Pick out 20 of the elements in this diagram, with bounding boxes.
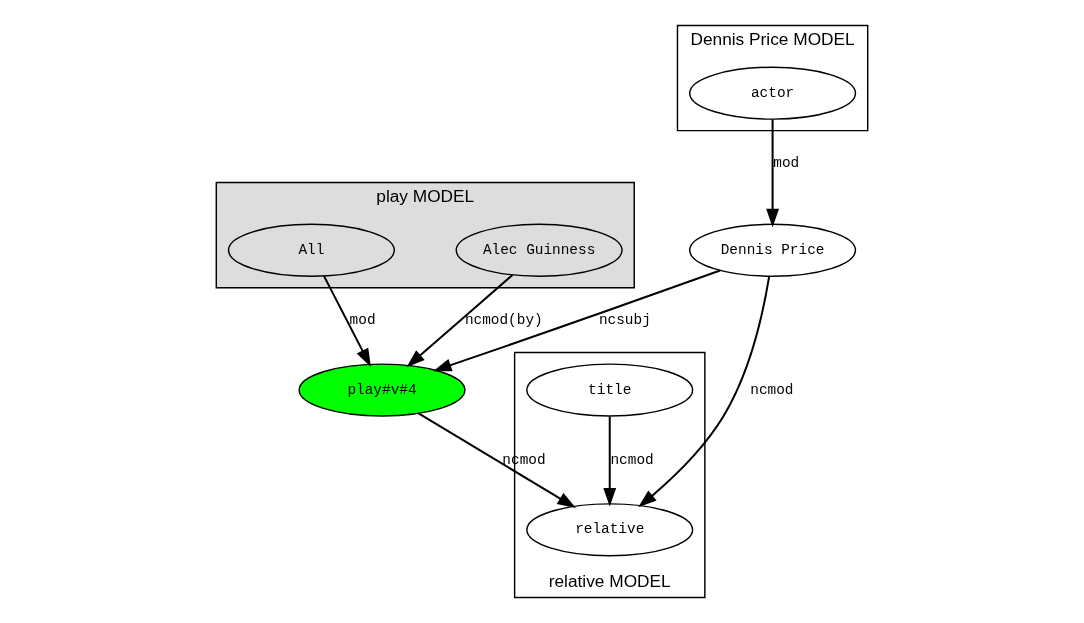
arrow [603,416,617,507]
edge-label: ncmod [750,381,794,398]
edge-label: ncmod(by) [464,311,543,328]
edge-label: ncmod [610,451,654,468]
node-ellipse: Dennis Price [689,223,857,277]
node-ellipse: play#v#4 [298,363,466,417]
arrow [638,276,771,508]
node-ellipse: actor [689,66,857,120]
node-ellipse: Alec Guinness [455,223,623,277]
edge-label: ncsubj [598,311,651,328]
arrow [323,275,371,368]
arrow [418,412,576,509]
node-ellipse: All [227,223,395,277]
arrow [433,269,721,372]
node-ellipse: title [526,363,694,417]
edge-label: mod [349,311,376,328]
node-ellipse: relative [526,503,694,557]
arrow [766,119,780,228]
arrow [406,274,514,368]
edge-label: mod [773,154,800,171]
